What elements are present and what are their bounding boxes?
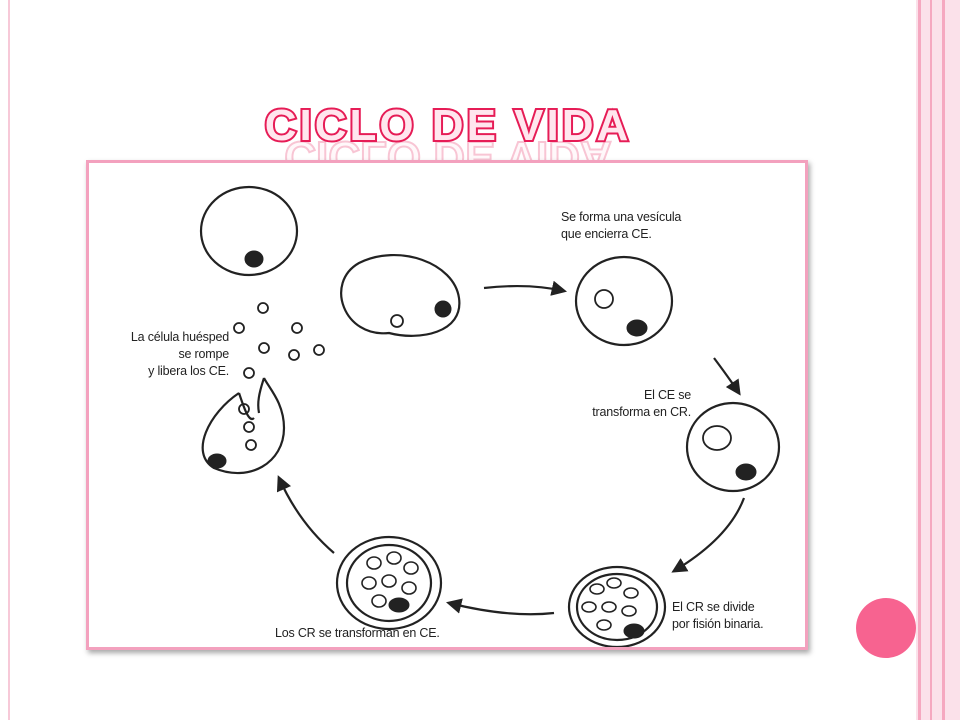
released-ce (233, 322, 245, 334)
ce-in-inclusion (371, 594, 387, 608)
released-ce (313, 344, 325, 356)
accent-circle (856, 598, 916, 658)
ce-in-inclusion (386, 551, 402, 565)
released-ce (243, 367, 255, 379)
cr-body (623, 587, 639, 599)
cr-vesicle (702, 425, 732, 451)
host-cell-initial (199, 185, 299, 277)
host-cell-cr-to-ce (335, 535, 443, 631)
ce-body (623, 623, 645, 639)
caption-cr-to-ce: Los CR se transforman en CE. (275, 626, 440, 640)
arrow-1 (483, 280, 568, 296)
ce-in-inclusion (361, 576, 377, 590)
host-cell-vesicle (574, 255, 674, 347)
cr-body (621, 605, 637, 617)
released-ce (291, 322, 303, 334)
ce-body (207, 453, 227, 469)
left-border-line (8, 0, 10, 720)
inclusion-fission (575, 572, 659, 642)
ce-body (434, 300, 452, 318)
cr-body (581, 601, 597, 613)
arrow-2 (713, 357, 741, 396)
arrow-3 (671, 497, 746, 573)
right-band-line (930, 0, 932, 720)
life-cycle-diagram: Se forma una vesícula que encierra CE. E… (86, 160, 808, 650)
ce-in-vesicle (243, 421, 255, 433)
cr-body (606, 577, 622, 589)
caption-host-ruptures: La célula huésped se rompe y libera los … (130, 330, 229, 378)
ce-in-inclusion (403, 561, 419, 575)
right-decorative-band (916, 0, 960, 720)
caption-binary-fission: El CR se divide por fisión binaria. (672, 600, 764, 631)
ce-body (388, 597, 410, 613)
arrow-5 (276, 475, 335, 554)
released-ce (257, 302, 269, 314)
caption-vesicle: Se forma una vesícula que encierra CE. (561, 210, 682, 241)
inclusion-cr-to-ce (345, 543, 433, 623)
vesicle (594, 289, 614, 309)
ce-in-inclusion (401, 581, 417, 595)
cr-body (596, 619, 612, 631)
slide-title-graphic: CICLO DE VIDA CICLO DE VIDA (263, 99, 632, 160)
slide-title: CICLO DE VIDA CICLO DE VIDA (238, 90, 658, 160)
cr-body (589, 583, 605, 595)
right-band-line (942, 0, 945, 720)
title-reflection: CICLO DE VIDA (284, 132, 612, 160)
released-ce (258, 342, 270, 354)
ce-body (735, 463, 757, 481)
arrow-4 (446, 598, 555, 616)
released-ce (288, 349, 300, 361)
caption-ce-to-cr: El CE se transforma en CR. (592, 388, 691, 419)
ce-in-vesicle (245, 439, 257, 451)
diagram-drawing (199, 185, 781, 647)
host-cell-fission (567, 565, 667, 647)
title-text: CICLO DE VIDA (265, 101, 632, 150)
ce-body (244, 250, 264, 268)
entering-ce (390, 314, 404, 328)
host-cell-cr (685, 401, 781, 493)
cr-body (601, 601, 617, 613)
ce-in-inclusion (381, 574, 397, 588)
ce-body (626, 319, 648, 337)
ce-in-vesicle (238, 403, 250, 415)
ce-in-inclusion (366, 556, 382, 570)
host-cell-entry (340, 254, 461, 337)
right-band-line (918, 0, 921, 720)
